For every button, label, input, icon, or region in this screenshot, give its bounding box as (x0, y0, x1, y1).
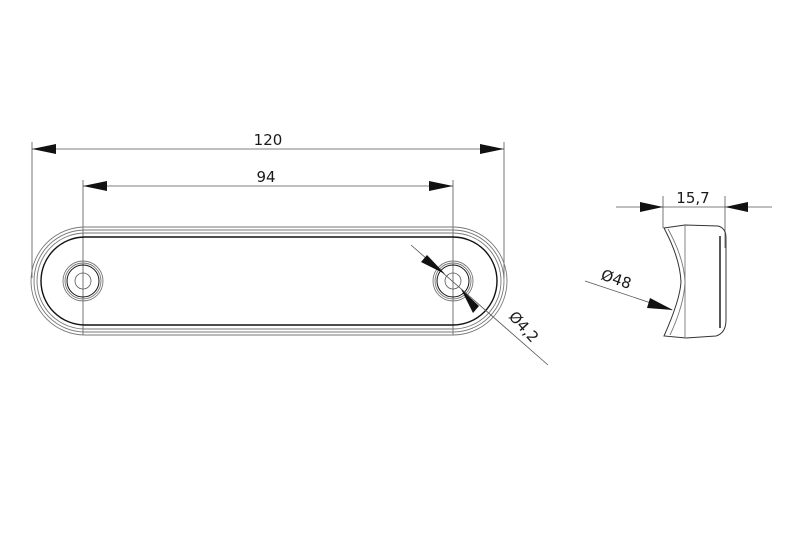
arrow-icon (647, 298, 673, 310)
arrow-right-icon (640, 202, 663, 212)
hole-diameter-label: Ø4,2 (505, 308, 542, 347)
arrow-icon (461, 289, 479, 313)
mounting-hole-left (62, 260, 104, 302)
body-outline-3 (36, 232, 502, 330)
side-profile-outline (663, 224, 727, 339)
body-outline-2 (33, 229, 505, 333)
arrow-right-icon (480, 144, 504, 154)
depth-label: 15,7 (676, 189, 709, 207)
body-outline-outer (30, 226, 508, 336)
arrow-right-icon (429, 181, 453, 191)
top-view: 120 94 Ø4,2 (30, 131, 549, 366)
lens-outline (40, 236, 498, 326)
arrow-left-icon (83, 181, 107, 191)
hole-spacing-label: 94 (256, 168, 275, 186)
mounting-hole-right (432, 260, 474, 302)
arrow-left-icon (725, 202, 748, 212)
curve-diameter-label: Ø48 (599, 266, 634, 293)
overall-length-label: 120 (254, 131, 283, 149)
arrow-icon (421, 255, 445, 274)
arrow-left-icon (32, 144, 56, 154)
side-view: 15,7 Ø48 (584, 189, 772, 339)
